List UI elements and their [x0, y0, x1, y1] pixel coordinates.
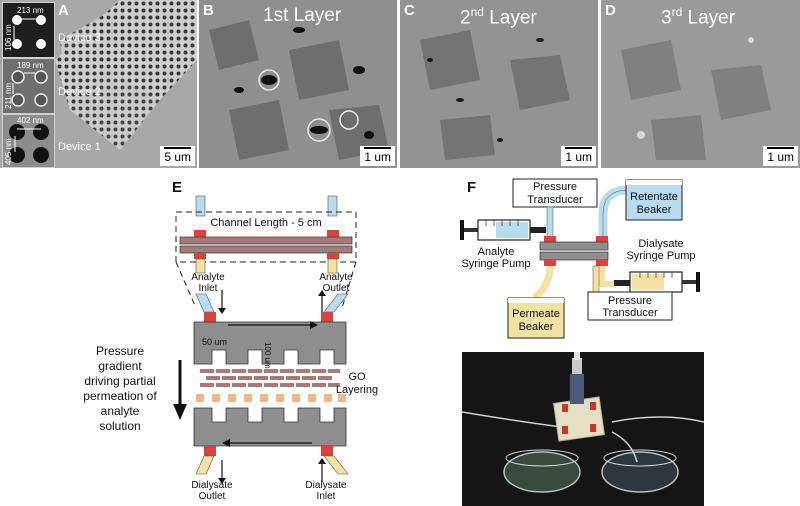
panel-e-label: E: [172, 179, 182, 196]
analyte-pump-label-1: Analyte: [478, 246, 515, 258]
dialysate-pump-label-1: Dialysate: [638, 238, 683, 250]
analyte-pump-label-2: Syringe Pump: [461, 258, 530, 270]
panel-b-scale-bar: 1 um: [360, 146, 395, 166]
panel-b-title: 1st Layer: [263, 5, 342, 26]
dialysate-pump-label-2: Syringe Pump: [626, 250, 695, 262]
panel-c-scale-bar: 1 um: [561, 146, 596, 166]
panel-d-scale-bar: 1 um: [763, 146, 798, 166]
inset-3-height: 106 nm: [4, 24, 13, 51]
panel-d-label: D: [605, 2, 616, 19]
panel-d-sem-image: D 3rd Layer 1 um: [601, 0, 800, 168]
panel-b-label: B: [203, 2, 214, 19]
panel-a-label: A: [58, 2, 69, 19]
panel-f-label: F: [467, 179, 476, 196]
inset-3-width: 213 nm: [17, 6, 44, 15]
dialysate-inlet-label-2: Inlet: [317, 491, 336, 502]
channel-bottom-plate: [179, 245, 353, 254]
panel-d-scale-text: 1 um: [767, 150, 794, 164]
inset-device-2: 189 nm 211 nm: [2, 58, 55, 114]
svg-text:Pressure: Pressure: [96, 344, 144, 358]
panel-f-diagram: F Pressure Transducer Analyte Syringe Pu…: [460, 178, 700, 339]
dialysate-outlet-label-2: Outlet: [199, 491, 226, 502]
go-label-1: GO: [348, 371, 366, 383]
panel-c-scale-text: 1 um: [565, 150, 592, 164]
device-photo: [462, 352, 704, 506]
analyte-outlet-label-1: Analyte: [319, 272, 353, 283]
go-orange-flakes: [196, 394, 346, 402]
top-channel-block: [193, 321, 347, 365]
svg-text:analyte: analyte: [101, 404, 140, 418]
panel-a-scale-bar: 5 um: [160, 146, 195, 166]
dialysate-syringe-pump: [614, 271, 700, 293]
retentate-label-2: Beaker: [637, 204, 672, 216]
inset-device-3: 213 nm 106 nm: [2, 2, 55, 58]
perforated-membrane-texture: [0, 0, 197, 168]
inset-2-width: 189 nm: [17, 61, 44, 70]
inset-device-1: 402 nm 405 nm: [2, 114, 55, 168]
layer-2-texture: [400, 0, 598, 168]
pressure-transducer-top: [512, 178, 598, 208]
device-photo-rendering: [462, 352, 704, 506]
panel-c-title: 2nd Layer: [460, 5, 537, 29]
device-2-label: Device 2: [58, 86, 101, 98]
panel-b-sem-image: B 1st Layer 1 um: [199, 0, 397, 168]
pressure-gradient-text: Pressure gradient driving partial permea…: [83, 344, 157, 433]
pressure-transducer-bottom: [587, 291, 673, 321]
svg-text:Transducer: Transducer: [527, 194, 583, 206]
svg-text:solution: solution: [99, 419, 140, 433]
inset-1-height: 405 nm: [4, 138, 13, 165]
layer-3-texture: [601, 0, 800, 168]
go-brown-flakes: [200, 369, 340, 387]
analyte-syringe-pump: [460, 219, 546, 241]
channel-top-plate: [179, 236, 353, 245]
panel-c-label: C: [404, 2, 415, 19]
permeate-label-1: Permeate: [512, 308, 560, 320]
device-top-plate: [539, 241, 609, 251]
device-3-label: Device 3: [58, 32, 101, 44]
channel-zoom-box: [175, 211, 357, 263]
analyte-outlet-label-2: Outlet: [323, 283, 350, 294]
panel-b-scale-text: 1 um: [364, 150, 391, 164]
panel-a-sem-image: 213 nm 106 nm 189 nm 211 nm 402 nm 405 n…: [0, 0, 197, 168]
bottom-channel-block: [193, 407, 347, 447]
device-1-label: Device 1: [58, 141, 101, 153]
panel-e-diagram: E Channel Length - 5 cm Analyte Inlet An…: [83, 179, 378, 502]
svg-text:permeation of: permeation of: [83, 389, 157, 403]
svg-text:Transducer: Transducer: [602, 307, 658, 319]
dialysate-outlet-label-1: Dialysate: [191, 480, 233, 491]
inset-2-height: 211 nm: [4, 82, 13, 109]
depth-dimension: 100 um: [263, 342, 272, 369]
go-label-2: Layering: [336, 384, 378, 396]
permeate-label-2: Beaker: [519, 321, 554, 333]
svg-text:gradient: gradient: [98, 359, 142, 373]
analyte-inlet-label-2: Inlet: [199, 283, 218, 294]
svg-text:Pressure: Pressure: [533, 181, 577, 193]
panel-a-scale-text: 5 um: [164, 150, 191, 164]
dialysate-inlet-label-1: Dialysate: [305, 480, 347, 491]
svg-text:driving partial: driving partial: [84, 374, 155, 388]
panel-c-sem-image: C 2nd Layer 1 um: [400, 0, 598, 168]
channel-length-label: Channel Length - 5 cm: [210, 217, 321, 229]
permeate-beaker: [507, 297, 565, 339]
svg-text:Pressure: Pressure: [608, 295, 652, 307]
width-dimension: 50 um: [202, 337, 227, 347]
retentate-beaker: [625, 179, 683, 221]
layer-1-texture: [199, 0, 397, 168]
analyte-inlet-label-1: Analyte: [191, 272, 225, 283]
panel-d-title: 3rd Layer: [661, 5, 736, 29]
inset-1-width: 402 nm: [17, 116, 44, 125]
device-bottom-plate: [539, 251, 609, 261]
retentate-label-1: Retentate: [630, 191, 678, 203]
